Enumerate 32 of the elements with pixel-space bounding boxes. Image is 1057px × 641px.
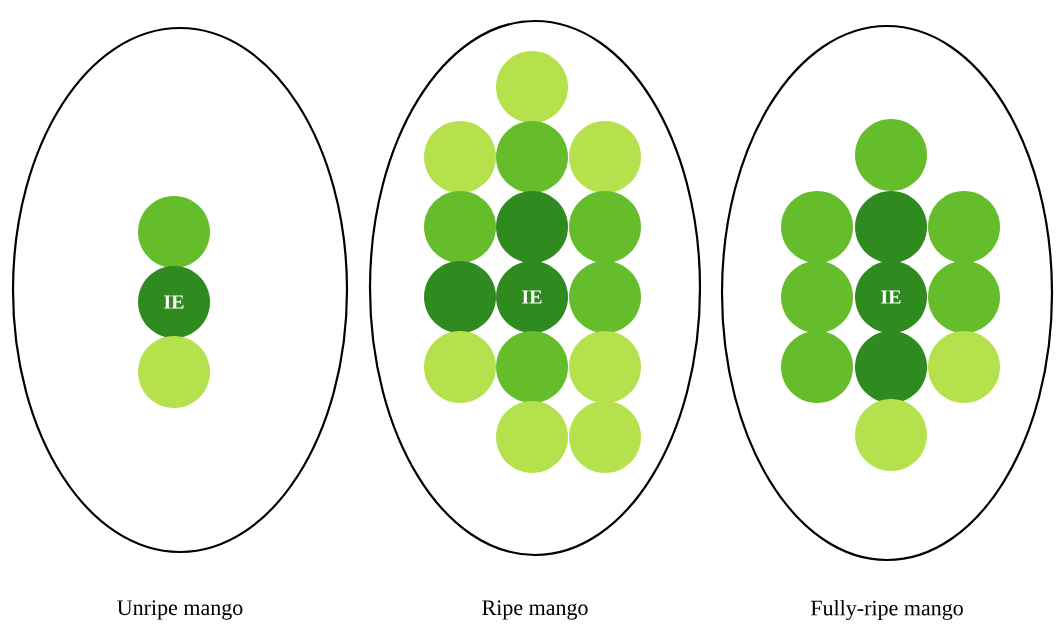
- cell-circle: [569, 191, 641, 263]
- cell-circle: [424, 261, 496, 333]
- cell-circle: [496, 401, 568, 473]
- cell-circle: [424, 331, 496, 403]
- cell-circle: [569, 401, 641, 473]
- fruit-outline: [11, 26, 349, 554]
- node-label: Unripe mango: [117, 600, 243, 620]
- cell-circle: [781, 261, 853, 333]
- cell-circle: [496, 51, 568, 123]
- cell-circle: [928, 191, 1000, 263]
- cell-circle: [855, 191, 927, 263]
- node-label: Fully-ripe mango: [810, 600, 963, 620]
- cell-circle: [424, 191, 496, 263]
- cell-circle: [496, 331, 568, 403]
- fruit-outline: [368, 19, 702, 557]
- fruit-outline: [720, 24, 1054, 562]
- cell-circle: [855, 399, 927, 471]
- cell-circle: [928, 331, 1000, 403]
- cell-circle: [496, 191, 568, 263]
- cell-circle: [569, 331, 641, 403]
- cell-circle: [928, 261, 1000, 333]
- cell-circle: [781, 191, 853, 263]
- cell-circle: [138, 336, 210, 408]
- cell-circle: [569, 121, 641, 193]
- cell-circle: [855, 331, 927, 403]
- cell-circle: [424, 121, 496, 193]
- cell-circle: [569, 261, 641, 333]
- cell-circle: [855, 119, 927, 191]
- cell-circle: [138, 196, 210, 268]
- node-label: Ripe mango: [482, 600, 588, 620]
- cell-circle: [496, 121, 568, 193]
- cell-circle: [781, 331, 853, 403]
